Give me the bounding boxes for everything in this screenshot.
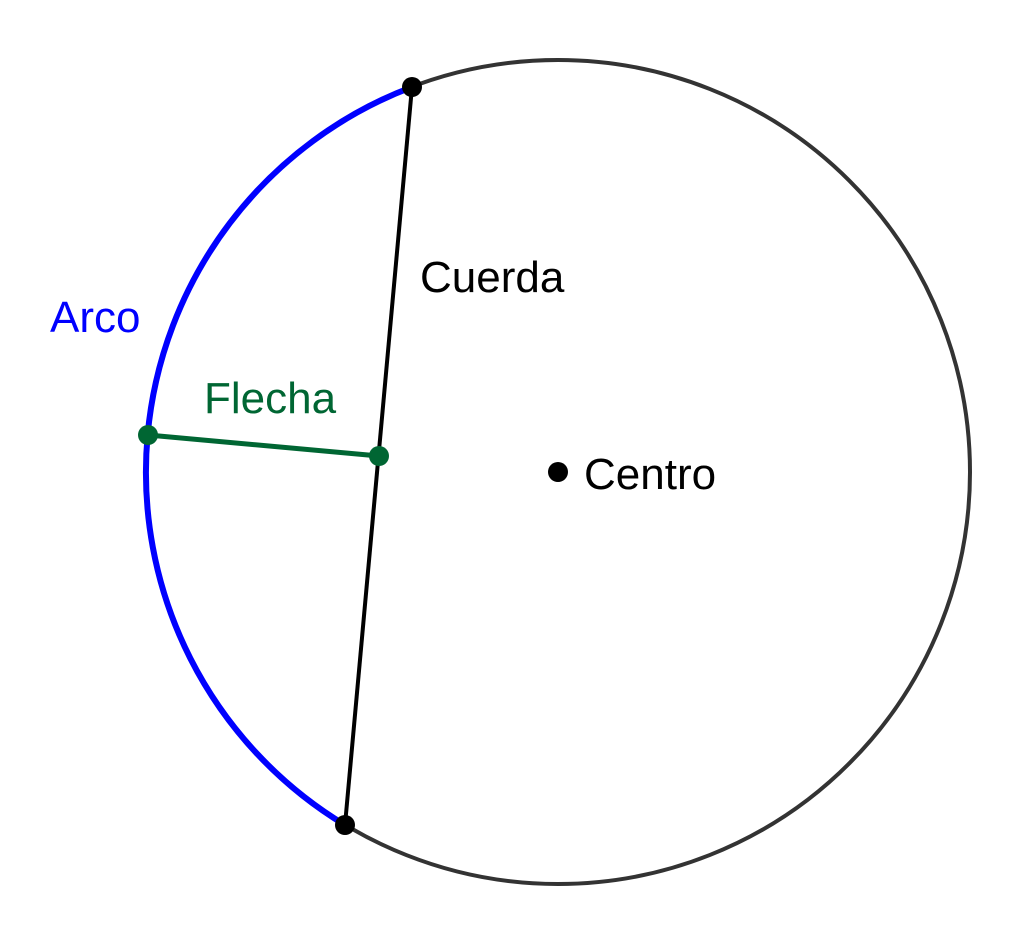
center-point <box>548 462 568 482</box>
arc-label: Arco <box>50 293 140 342</box>
chord-bottom-point <box>335 815 355 835</box>
sagitta-arc-point <box>138 425 158 445</box>
chord-top-point <box>402 77 422 97</box>
sagitta-line <box>147 432 380 459</box>
sagitta-chord-point <box>369 446 389 466</box>
sagitta-label: Flecha <box>204 374 337 423</box>
chord-label: Cuerda <box>420 253 565 302</box>
center-label: Centro <box>584 450 716 499</box>
